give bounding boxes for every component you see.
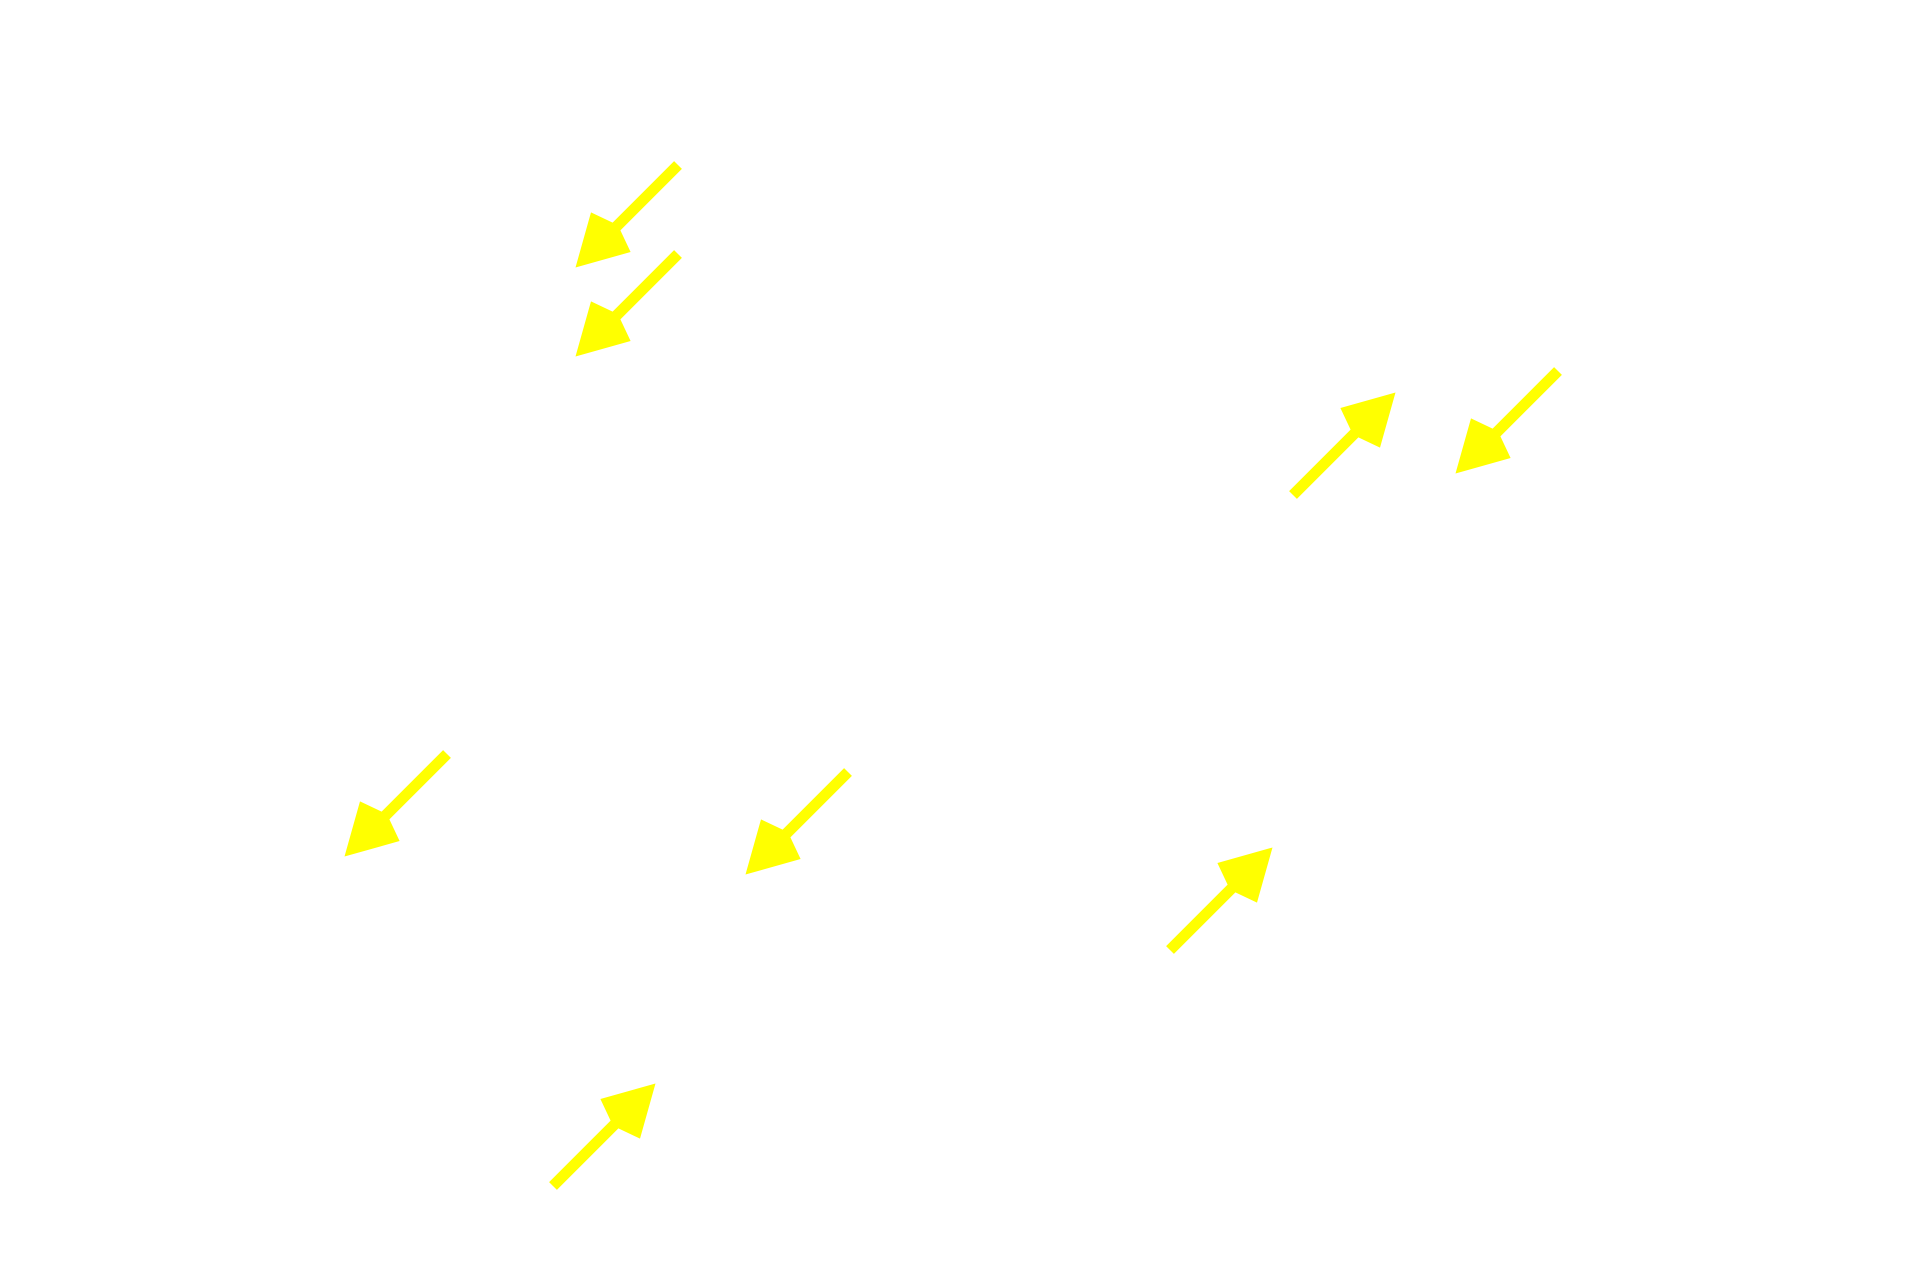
arrow-up-right-icon (1166, 847, 1273, 954)
arrow-down-left-icon (575, 250, 682, 357)
arrow-up-right-icon (549, 1083, 656, 1190)
arrows-layer (344, 161, 1562, 1190)
arrow-down-left-icon (745, 768, 852, 875)
arrow-down-left-icon (1455, 367, 1562, 474)
arrow-down-left-icon (575, 161, 682, 268)
arrow-down-left-icon (344, 750, 451, 857)
arrow-up-right-icon (1289, 392, 1396, 499)
